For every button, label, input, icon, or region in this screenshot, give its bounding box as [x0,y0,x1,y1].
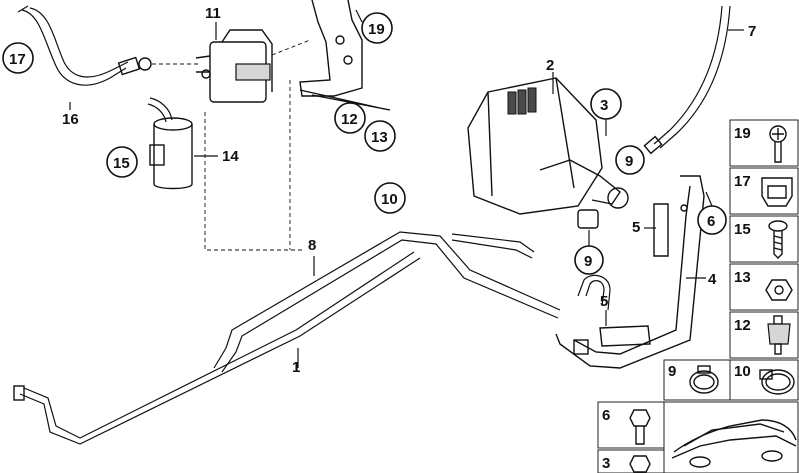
callout-12: 12 [341,111,358,128]
sidebar-label-12: 12 [734,317,751,334]
callout-13: 13 [371,129,388,146]
leader-dash-11 [271,39,311,56]
sidebar-label-9: 9 [668,363,676,380]
bolt-icon [768,220,788,259]
screw-small-icon [629,455,651,473]
spacer-5-lower [599,325,651,347]
bracket-4-drawing [555,175,705,369]
callout-16: 16 [62,111,79,128]
callout-8: 8 [308,237,316,254]
callout-10: 10 [381,191,398,208]
sidebar-cell-19 [729,119,799,167]
callout-17: 17 [9,51,26,68]
valve-11-drawing [195,29,273,103]
callout-10-circle [374,182,406,214]
callout-14: 14 [222,148,239,165]
callout-19: 19 [368,21,385,38]
rubber-mount-icon [767,315,791,355]
sidebar-label-19: 19 [734,125,751,142]
callout-3: 3 [600,97,608,114]
clip-icon [761,177,793,207]
sidebar-label-10: 10 [734,363,751,380]
hose-7-drawing [643,5,731,155]
callout-19-circle [361,12,393,44]
callout-13-circle [364,120,396,152]
callout-4: 4 [708,271,717,288]
leader-dash-main [204,112,302,251]
bracket-19-drawing [299,0,391,111]
callout-12-circle [334,102,366,134]
callout-9a: 9 [625,153,633,170]
leader-19 [355,9,363,23]
sidebar-cell-13 [729,263,799,311]
callout-2: 2 [546,57,554,74]
sidebar-label-13: 13 [734,269,751,286]
pipe-1-drawing [13,251,421,445]
sidebar-label-17: 17 [734,173,751,190]
hose-clamp-icon [689,365,719,394]
callout-5-lower: 5 [600,293,608,310]
callout-9a-circle [615,145,645,175]
callout-11: 11 [205,5,221,22]
pipe-8-drawing [213,231,611,373]
sidebar-label-6: 6 [602,407,610,424]
hex-bolt-icon [629,409,651,445]
sidebar-label-3: 3 [602,455,610,472]
callout-15: 15 [113,155,130,172]
hose-clamp-large-icon [759,369,795,395]
car-icon [671,419,797,468]
parts-sidebar: 19 17 15 13 12 [597,119,799,473]
callout-9b: 9 [584,253,592,270]
sidebar-label-15: 15 [734,221,751,238]
sidebar-cell-10 [729,359,799,401]
callout-7: 7 [748,23,756,40]
sidebar-cell-9 [663,359,731,401]
callout-5-upper: 5 [632,219,640,236]
screw-icon [769,125,787,163]
nut-icon [765,279,793,301]
callout-17-circle [2,42,34,74]
spacer-5-upper [653,203,669,257]
leader-6 [705,191,713,207]
callout-6: 6 [707,213,715,230]
canister-2-drawing [467,77,629,229]
callout-1: 1 [292,359,300,376]
callout-15-circle [106,146,138,178]
filter-14-drawing [147,97,193,190]
hose-16-drawing [17,5,152,86]
sidebar-cell-6 [597,401,665,449]
